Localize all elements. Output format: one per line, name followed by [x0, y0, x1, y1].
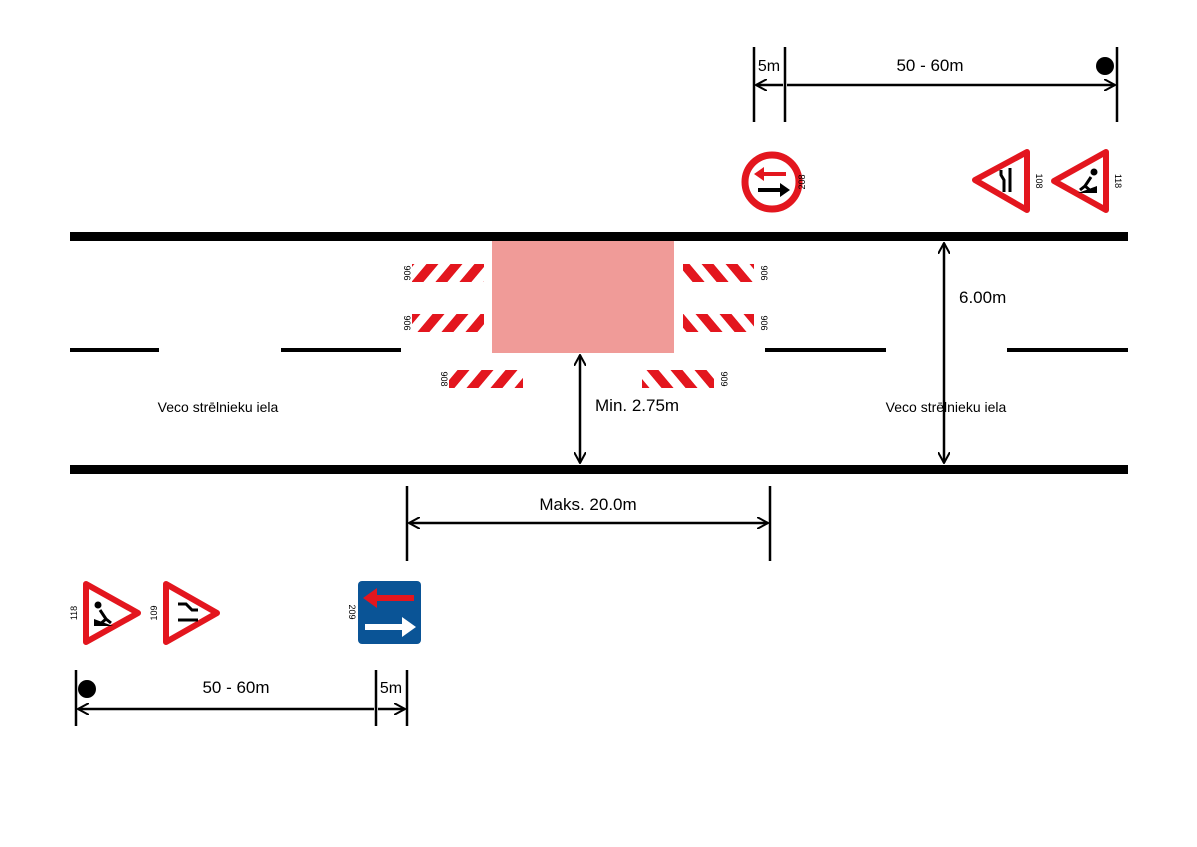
road-edge-bottom: [70, 465, 1128, 474]
barrier-mid-left: 906: [402, 314, 484, 332]
bottom-offset-label: 5m: [380, 680, 402, 697]
bottom-distance-label: 50 - 60m: [202, 678, 269, 697]
barrier-low-right: 909: [642, 370, 729, 388]
road-narrows-sign-icon: 109: [149, 581, 220, 645]
svg-text:209: 209: [347, 604, 357, 619]
road-edge-top: [70, 232, 1128, 241]
svg-text:908: 908: [439, 371, 449, 386]
svg-text:208: 208: [797, 174, 807, 189]
max-length-dimension: Maks. 20.0m: [405, 486, 772, 561]
barrier-top-right: 906: [683, 264, 769, 282]
barrier-low-left: 908: [439, 370, 523, 388]
svg-text:906: 906: [402, 315, 412, 330]
road-width-label: 6.00m: [959, 288, 1006, 307]
max-length-label: Maks. 20.0m: [539, 495, 636, 514]
svg-text:109: 109: [149, 605, 159, 620]
road-width-dimension: 6.00m: [944, 243, 1006, 463]
min-passage-label: Min. 2.75m: [595, 396, 679, 415]
start-point-marker: [1096, 57, 1114, 75]
end-point-marker: [78, 680, 96, 698]
work-zone: [492, 241, 674, 353]
road-works-sign-icon: 118: [69, 581, 141, 645]
top-distance-label: 50 - 60m: [896, 56, 963, 75]
street-name-right: Veco strēlnieku iela: [886, 399, 1007, 415]
barrier-top-left: 906: [402, 264, 484, 282]
svg-text:906: 906: [759, 315, 769, 330]
priority-over-oncoming-sign-icon: 209: [347, 581, 421, 644]
top-distance-dimension: 5m 50 - 60m: [752, 47, 1119, 122]
center-line: [70, 348, 1128, 352]
no-priority-oncoming-sign-icon: 208: [741, 151, 807, 213]
svg-text:118: 118: [69, 606, 79, 620]
min-passage-dimension: Min. 2.75m: [580, 355, 679, 463]
top-offset-label: 5m: [758, 58, 780, 75]
svg-text:906: 906: [402, 265, 412, 280]
svg-text:906: 906: [759, 265, 769, 280]
bottom-distance-dimension: 50 - 60m 5m: [74, 670, 409, 726]
svg-text:909: 909: [719, 371, 729, 386]
road-narrows-sign-icon: 108: [972, 149, 1044, 213]
barrier-mid-right: 906: [683, 314, 769, 332]
street-name-left: Veco strēlnieku iela: [158, 399, 279, 415]
road-works-sign-icon: 118: [1051, 149, 1123, 213]
svg-text:108: 108: [1034, 173, 1044, 188]
svg-text:118: 118: [1113, 174, 1123, 188]
